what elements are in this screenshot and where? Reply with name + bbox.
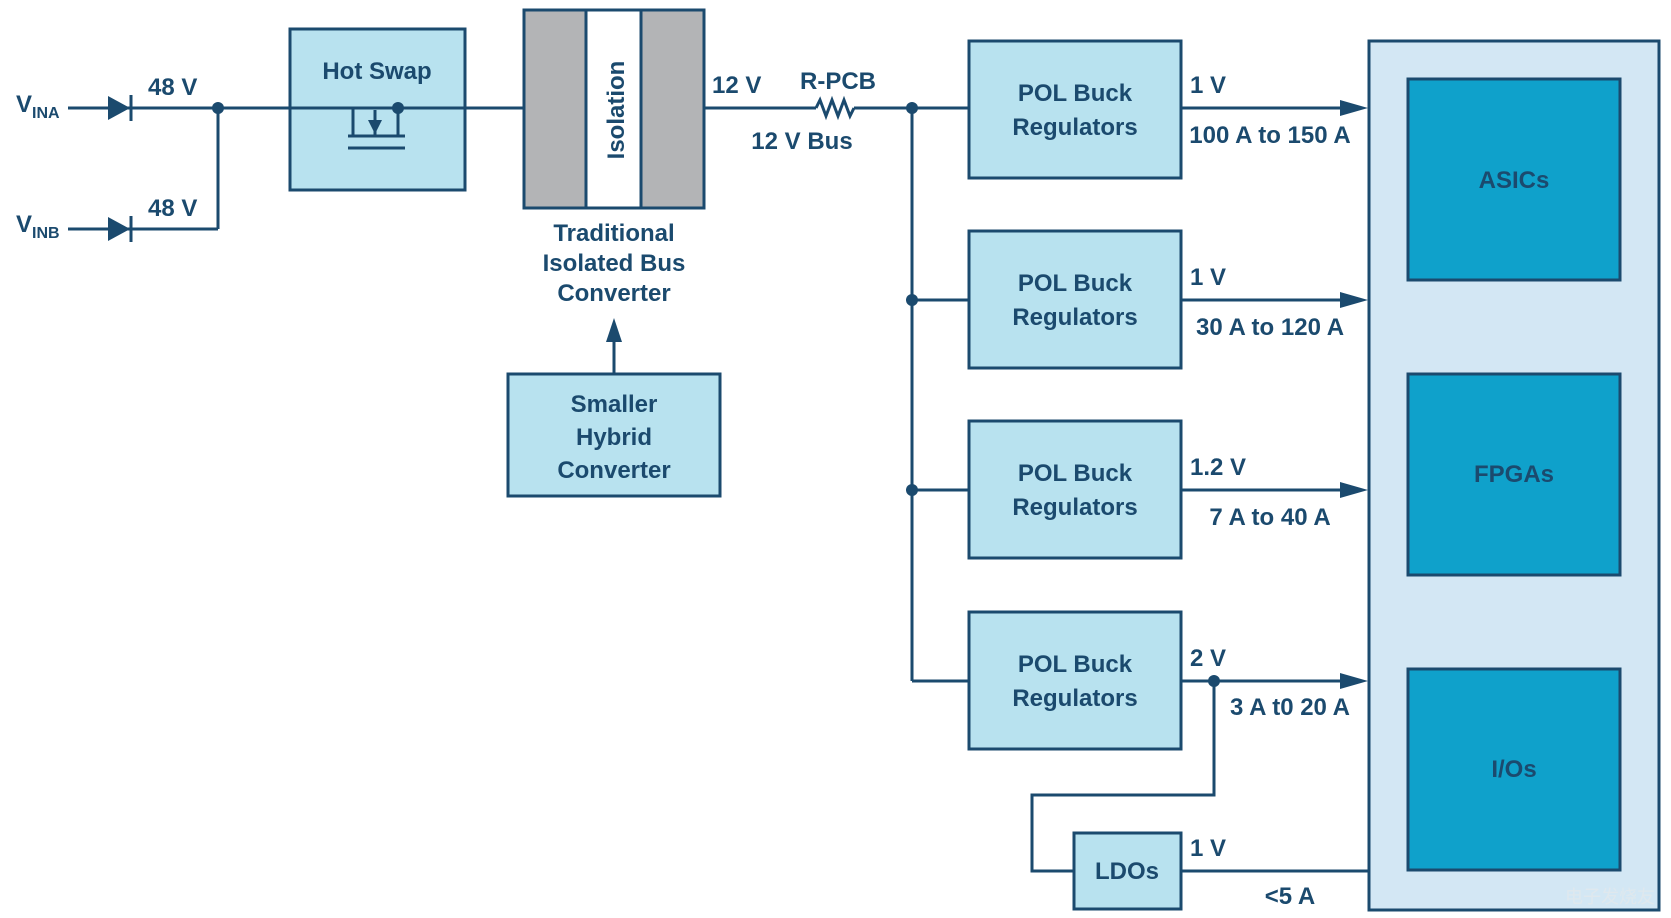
ldo-current: <5 A: [1265, 883, 1315, 910]
vinb-sub: INB: [32, 225, 60, 242]
mosfet-icon: [348, 102, 405, 150]
fpgas-block: [1406, 372, 1622, 577]
isolated-bus-converter-block: Isolation Traditional Isolated Bus Conve…: [522, 8, 706, 307]
bus-label: 12 V Bus: [751, 128, 852, 155]
fpgas-label: FPGAs: [1474, 461, 1554, 488]
diode-a-icon: [108, 96, 130, 120]
vinb-label: VINB: [16, 211, 60, 242]
vina-main: V: [16, 91, 32, 118]
hybrid-arrow-icon: [606, 318, 622, 342]
resistor-icon: [814, 95, 856, 121]
vina-sub: INA: [32, 105, 60, 122]
ios-label: I/Os: [1491, 756, 1536, 783]
bus-converter-line1: Traditional: [553, 220, 674, 247]
regulator-1: POL Buck Regulators 1 V 100 A to 150 A: [967, 39, 1368, 180]
regulator-2: POL Buck Regulators 1 V 30 A to 120 A: [967, 229, 1368, 370]
regulator-3-line2: Regulators: [1012, 494, 1137, 521]
regulator-2-arrow-icon: [1340, 292, 1368, 308]
regulator-4-current: 3 A t0 20 A: [1230, 694, 1350, 721]
hybrid-line2: Hybrid: [576, 424, 652, 451]
ldo-label: LDOs: [1095, 858, 1159, 885]
hot-swap-block: Hot Swap: [288, 27, 467, 192]
input-vinb: VINB 48 V: [16, 195, 218, 242]
regulator-1-current: 100 A to 150 A: [1189, 122, 1350, 149]
input-junction-dot: [212, 102, 224, 114]
bus-converter-line3: Converter: [557, 280, 670, 307]
isolation-label: Isolation: [603, 61, 630, 160]
rpcb-label: R-PCB: [800, 68, 876, 95]
vina-label: VINA: [16, 91, 60, 122]
regulator-3-voltage: 1.2 V: [1190, 454, 1246, 481]
regulator-2-line1: POL Buck: [1018, 270, 1133, 297]
ldo-voltage: 1 V: [1190, 835, 1226, 862]
load-panel: ASICs FPGAs I/Os: [1367, 39, 1661, 912]
hybrid-converter-block: Smaller Hybrid Converter: [506, 372, 722, 498]
bus-output-voltage: 12 V: [712, 72, 761, 99]
regulator-4-line1: POL Buck: [1018, 651, 1133, 678]
bus-wire: 12 V R-PCB 12 V Bus: [704, 68, 970, 155]
regulator-2-line2: Regulators: [1012, 304, 1137, 331]
ios-block: [1406, 667, 1622, 872]
regulator-1-line1: POL Buck: [1018, 80, 1133, 107]
regulator-4: POL Buck Regulators 2 V 3 A t0 20 A: [967, 610, 1368, 751]
vina-voltage: 48 V: [148, 74, 197, 101]
asics-label: ASICs: [1479, 167, 1550, 194]
regulator-4-voltage: 2 V: [1190, 645, 1226, 672]
regulator-1-arrow-icon: [1340, 100, 1368, 116]
ldo-block: LDOs 1 V <5 A: [1072, 831, 1370, 911]
hot-swap-label: Hot Swap: [322, 58, 431, 85]
regulator-4-line2: Regulators: [1012, 685, 1137, 712]
bus-converter-line2: Isolated Bus: [543, 250, 686, 277]
regulator-3-line1: POL Buck: [1018, 460, 1133, 487]
diode-b-icon: [108, 217, 130, 241]
regulator-1-line2: Regulators: [1012, 114, 1137, 141]
vinb-main: V: [16, 211, 32, 238]
regulator-2-current: 30 A to 120 A: [1196, 314, 1344, 341]
hybrid-line1: Smaller: [571, 391, 658, 418]
regulator-2-voltage: 1 V: [1190, 264, 1226, 291]
hybrid-line3: Converter: [557, 457, 670, 484]
vinb-voltage: 48 V: [148, 195, 197, 222]
asics-block: [1406, 77, 1622, 282]
regulator-1-voltage: 1 V: [1190, 72, 1226, 99]
regulator-3-current: 7 A to 40 A: [1209, 504, 1330, 531]
regulator-3-arrow-icon: [1340, 482, 1368, 498]
regulator-4-arrow-icon: [1340, 673, 1368, 689]
input-vina: VINA 48 V: [16, 74, 205, 122]
regulator-3: POL Buck Regulators 1.2 V 7 A to 40 A: [967, 419, 1368, 560]
watermark: 电子发烧友: [1565, 887, 1655, 907]
